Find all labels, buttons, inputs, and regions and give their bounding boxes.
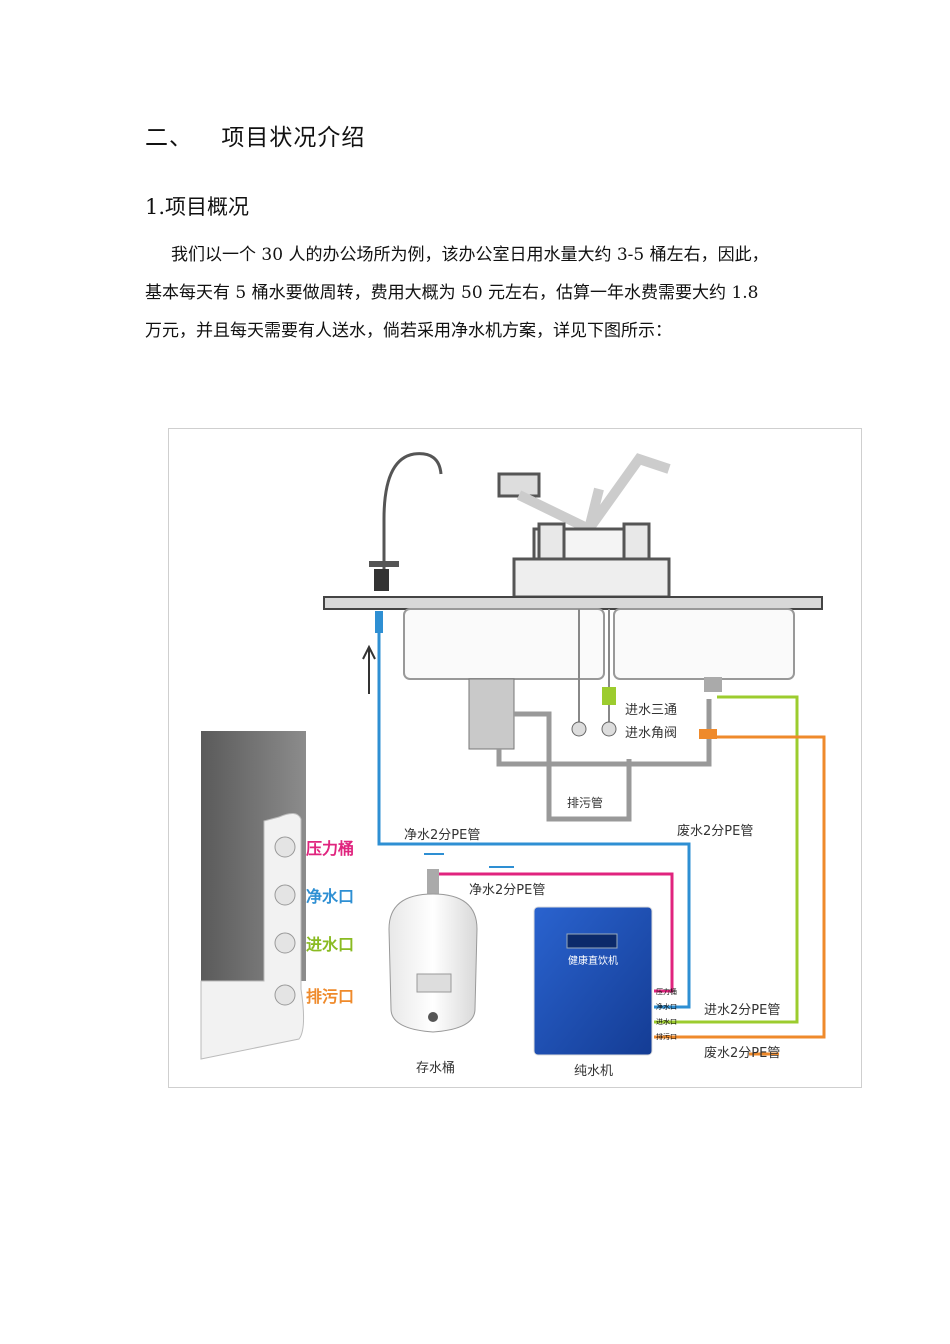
purifier-port-label: 压力桶 [656,987,677,996]
purifier-label: 纯水机 [574,1064,613,1079]
clean-pipe-label-2: 净水2分PE管 [469,883,545,898]
waste-pipe-label-top: 废水2分PE管 [677,823,753,839]
drain-pipe-label: 排污管 [567,795,603,810]
paragraph-line: 基本每天有 5 桶水要做周转，费用大概为 50 元左右，估算一年水费需要大约 1… [145,283,759,303]
port-inlet-label: 进水口 [306,935,354,954]
paragraph-line: 万元，并且每天需要有人送水，倘若采用净水机方案，详见下图所示： [145,321,672,341]
intro-paragraph: 我们以一个 30 人的办公场所为例，该办公室日用水量大约 3-5 桶左右，因此，… [145,236,815,350]
inlet-pipe-label: 进水2分PE管 [704,1003,780,1018]
purifier-port-label: 净水口 [656,1002,677,1011]
section-number: 二、 [145,125,193,151]
purifier-unit [533,906,653,1056]
purifier-port-label: 排污口 [656,1032,677,1041]
purifier-port-label: 进水口 [656,1017,677,1026]
faucet-drawing [369,452,671,599]
paragraph-line: 我们以一个 30 人的办公场所为例，该办公室日用水量大约 3-5 桶左右，因此， [171,245,769,265]
sink-left [403,608,605,680]
subsection-title: 1.项目概况 [145,195,250,219]
tank-label: 存水桶 [416,1061,455,1076]
section-heading: 二、 项目状况介绍 [145,118,365,152]
port-clean-label: 净水口 [306,887,354,906]
port-pressure-label: 压力桶 [306,839,354,858]
waste-disposer [468,678,515,750]
water-purifier-diagram: 进水三通 进水角阀 排污管 净水2分PE管 净水2分PE管 废水2分PE管 进水… [168,428,862,1088]
tee-fitting [602,687,616,705]
angle-valve-label: 进水角阀 [625,726,677,741]
countertop [323,596,823,610]
sink-right [613,608,795,680]
storage-tank [388,869,478,1033]
waste-pipe-label-bottom: 废水2分PE管 [704,1045,780,1061]
section-title: 项目状况介绍 [221,125,366,151]
tee-label: 进水三通 [625,703,677,718]
port-drain-label: 排污口 [306,987,354,1006]
purifier-brand: 健康直饮机 [568,954,618,967]
pipes [375,611,826,1039]
clean-pipe-label: 净水2分PE管 [404,828,480,843]
